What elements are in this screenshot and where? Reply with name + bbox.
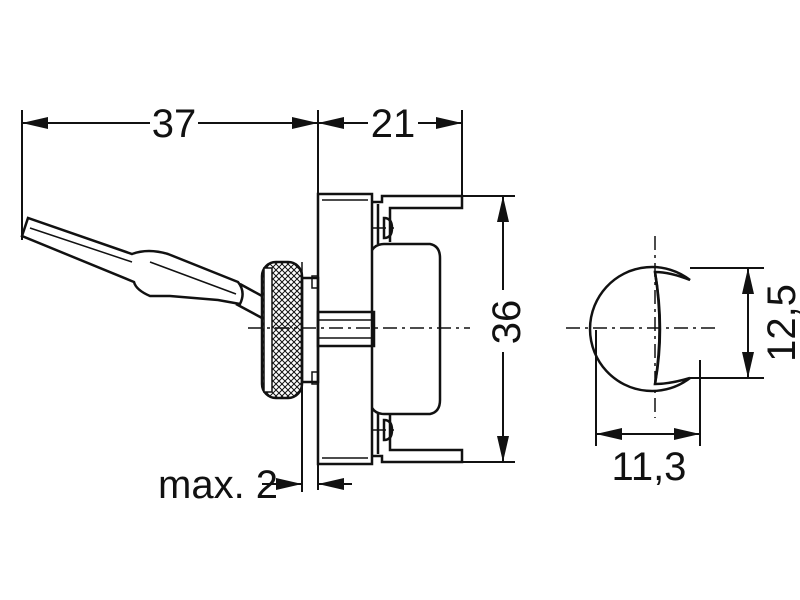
dimension-37-label: 37 (152, 102, 197, 146)
dimension-21: 21 (318, 102, 463, 208)
dimension-max-2-label: max. 2 (158, 463, 278, 507)
dimension-36: 36 (440, 195, 529, 463)
panel-cutout-view: 12,5 11,3 (566, 236, 800, 489)
dimension-max-2: max. 2 (158, 290, 352, 507)
dimension-21-label: 21 (371, 102, 416, 146)
dimension-12-5-label: 12,5 (760, 284, 800, 362)
switch-side-view (20, 192, 470, 466)
dimension-36-label: 36 (485, 300, 529, 345)
dimension-11-3-label: 11,3 (612, 445, 687, 489)
d-shaped-hole (588, 265, 691, 393)
dimension-37: 37 (21, 102, 319, 490)
